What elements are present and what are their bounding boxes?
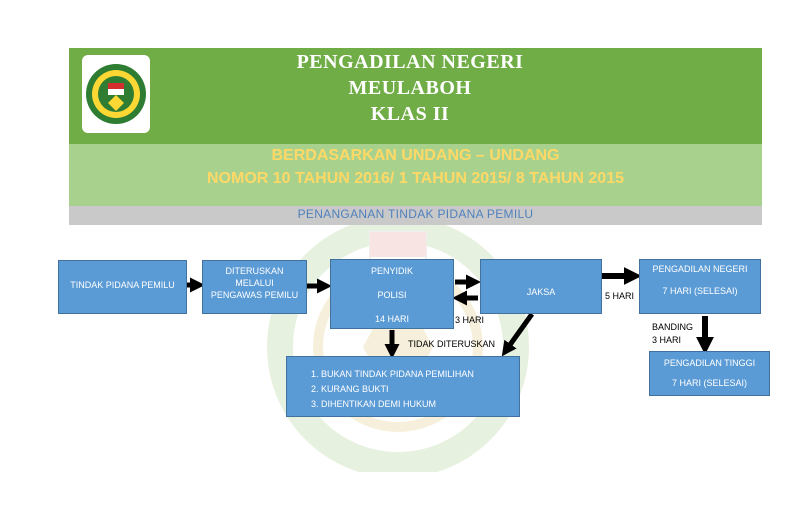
- node-diteruskan: DITERUSKAN MELALUI PENGAWAS PEMILU: [202, 260, 307, 314]
- law-banner: [69, 144, 762, 206]
- law-line-2: NOMOR 10 TAHUN 2016/ 1 TAHUN 2015/ 8 TAH…: [206, 170, 624, 187]
- arrow-jaksa-to-tidak-diteruskan: [501, 312, 535, 357]
- reason-item: BUKAN TINDAK PIDANA PEMILIHAN: [321, 367, 519, 382]
- reasons-list: BUKAN TINDAK PIDANA PEMILIHAN KURANG BUK…: [287, 357, 519, 412]
- node-label-line: 14 HARI: [374, 314, 409, 324]
- node-label: TINDAK PIDANA PEMILU: [70, 280, 175, 290]
- label-banding-days: 3 HARI: [652, 335, 682, 345]
- label-jaksa-pn-days: 5 HARI: [605, 291, 635, 301]
- section-bar: [69, 206, 762, 225]
- court-logo: [82, 55, 150, 133]
- label-tidak-diteruskan: TIDAK DITERUSKAN: [408, 339, 496, 349]
- node-label: JAKSA: [526, 287, 556, 297]
- reason-item: DIHENTIKAN DEMI HUKUM: [321, 397, 519, 412]
- node-tindak-pidana-pemilu: TINDAK PIDANA PEMILU: [58, 260, 187, 314]
- node-label-line: 7 HARI (SELESAI): [671, 378, 748, 388]
- header-banner: [69, 48, 762, 144]
- node-penyidik-polisi: PENYIDIK POLISI 14 HARI: [330, 259, 454, 329]
- title-line-1: PENGADILAN NEGERI: [296, 51, 524, 73]
- node-label-line: PENGADILAN TINGGI: [663, 358, 756, 368]
- node-label-line: PENGAWAS PEMILU: [210, 290, 299, 300]
- law-line-1: BERDASARKAN UNDANG – UNDANG: [271, 147, 560, 164]
- node-label-line: DITERUSKAN: [225, 266, 284, 276]
- node-label-line: POLISI: [377, 290, 407, 300]
- title-line-3: KLAS II: [370, 103, 450, 125]
- section-title: PENANGANAN TINDAK PIDANA PEMILU: [297, 207, 534, 221]
- label-banding: BANDING: [652, 322, 694, 332]
- node-pengadilan-negeri: PENGADILAN NEGERI 7 HARI (SELESAI): [639, 259, 761, 314]
- reason-item: KURANG BUKTI: [321, 382, 519, 397]
- title-line-2: MEULABOH: [348, 77, 472, 99]
- label-penyidik-jaksa-days: 3 HARI: [455, 315, 485, 325]
- node-jaksa: JAKSA: [480, 259, 602, 314]
- node-label-line: PENYIDIK: [370, 266, 413, 276]
- node-pengadilan-tinggi: PENGADILAN TINGGI 7 HARI (SELESAI): [649, 351, 770, 396]
- court-emblem-icon: [86, 64, 146, 124]
- node-label-line: PENGADILAN NEGERI: [652, 264, 748, 274]
- node-label-line: MELALUI: [235, 278, 274, 288]
- node-tidak-diteruskan-reasons: BUKAN TINDAK PIDANA PEMILIHAN KURANG BUK…: [286, 356, 520, 417]
- node-label-line: 7 HARI (SELESAI): [662, 286, 738, 296]
